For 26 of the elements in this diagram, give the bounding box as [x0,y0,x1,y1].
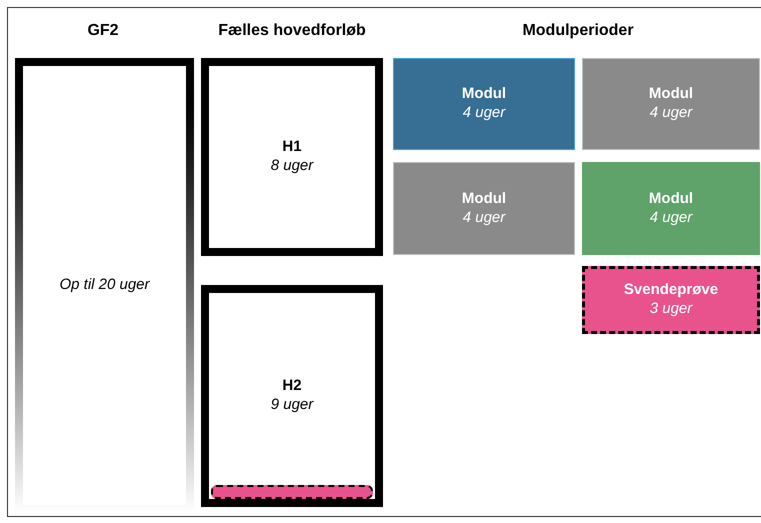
period-box [201,58,383,256]
duration-text: 4 uger [462,208,506,228]
duration-text: 4 uger [462,104,506,123]
exam-box [582,266,760,334]
column-heading: Modulperioder [522,21,634,41]
box-title: Modul [648,190,694,208]
box-title: Modul [462,190,506,208]
duration-text: 8 uger [270,157,314,176]
duration-text: 3 uger [650,300,692,319]
column-heading: Fælles hovedforløb [218,21,366,41]
duration-text: Op til 20 uger [59,276,150,295]
box-title: Svendeprøve [624,281,718,300]
duration-text: 4 uger [650,208,692,228]
module-box [582,58,760,150]
column-heading: GF2 [87,21,119,41]
duration-text: 9 uger [270,396,314,415]
box-title: Modul [648,85,694,104]
box-title: H2 [282,377,302,396]
bar [211,485,373,499]
module-box [582,162,760,255]
module-box [393,162,575,255]
duration-text: 4 uger [650,104,692,123]
period-box [201,285,383,507]
box-title: Modul [462,85,506,104]
box-title: H1 [282,138,302,157]
module-box [393,58,575,150]
